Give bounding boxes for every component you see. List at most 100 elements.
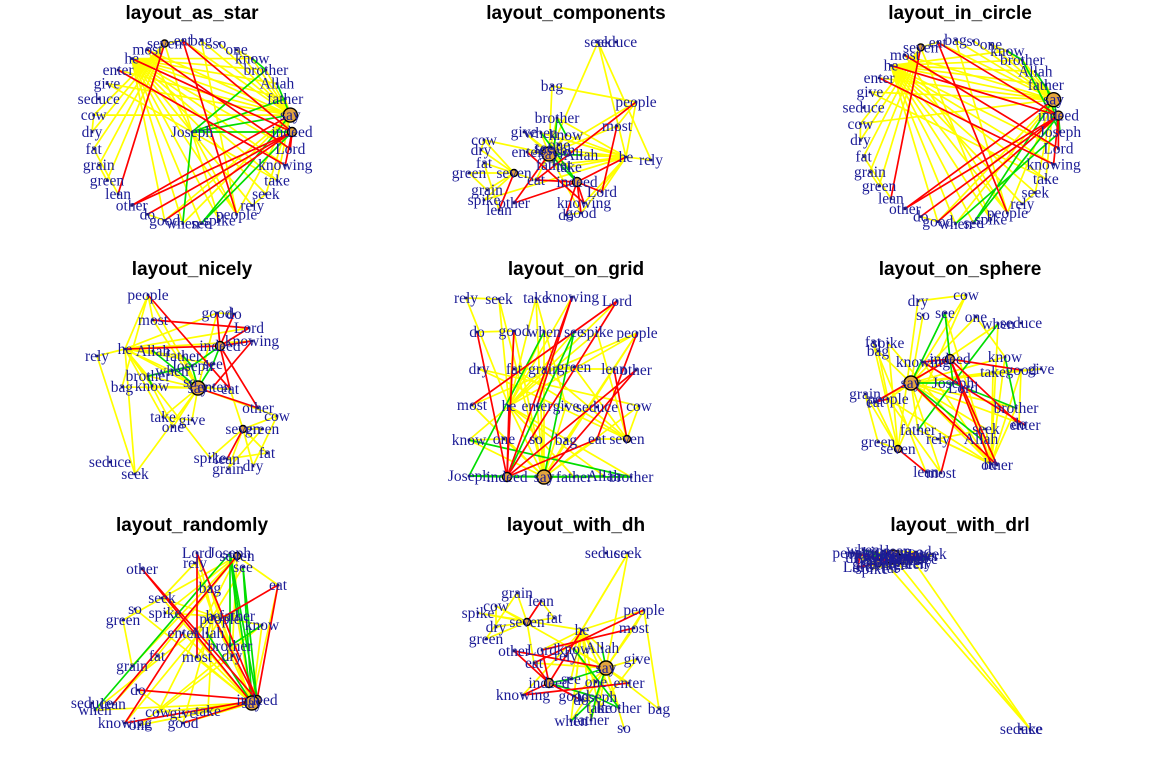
node-label-knowing: knowing	[225, 333, 280, 350]
edge-say-know	[468, 439, 545, 478]
edge-he-when	[570, 629, 583, 722]
node-label-people: people	[987, 205, 1028, 222]
node-dot-when	[542, 330, 546, 334]
edge-brother-know	[556, 117, 567, 136]
node-dot-bag	[208, 586, 212, 590]
edge-bag-people	[551, 85, 637, 103]
node-dot-cow	[859, 122, 862, 126]
edge-most-Lord	[904, 54, 1059, 150]
edge-Joseph-when	[570, 696, 597, 722]
edge-he-indeed	[506, 405, 510, 478]
edge-he-when	[990, 323, 999, 465]
node-dot-know	[572, 647, 576, 651]
edge-indeed-do	[565, 181, 578, 216]
node-dot-seduce	[97, 97, 101, 101]
node-dot-so	[188, 380, 192, 384]
node-dot-give	[522, 130, 526, 134]
edge-Joseph-when	[468, 331, 545, 477]
node-dot-take	[206, 709, 210, 713]
edge-dry-cow	[480, 139, 485, 151]
node-label-Lord: Lord	[234, 320, 264, 337]
node-label-bag: bag	[555, 432, 578, 449]
edge-indeed-other	[904, 114, 1059, 210]
edge-grain-green	[869, 171, 880, 187]
node-dot-other	[903, 207, 907, 211]
node-dot-take	[1044, 177, 1048, 181]
node-dot-most	[858, 552, 862, 556]
node-label-say: say	[883, 549, 904, 566]
node-label-say: say	[539, 146, 560, 163]
node-dot-green	[260, 427, 264, 431]
node-dot-good	[572, 694, 576, 698]
node-label-one: one	[980, 37, 1003, 54]
edge-say-give	[106, 82, 291, 116]
node-label-so: so	[967, 33, 981, 50]
edge-dry-cow	[157, 655, 233, 713]
node-label-grain: grain	[854, 164, 886, 181]
edge-Joseph-father	[182, 355, 193, 367]
node-label-he: he	[124, 51, 139, 68]
edge-say-other	[141, 568, 253, 704]
node-label-other: other	[116, 197, 149, 214]
node-label-take: take	[264, 172, 290, 189]
edge-he-indeed	[576, 156, 627, 183]
node-dot-do	[919, 215, 922, 218]
edge-indeed-knowing	[124, 699, 258, 724]
edge-indeed-good	[164, 131, 293, 222]
node-dot-when	[569, 719, 573, 723]
edge-he-Lord	[541, 629, 583, 651]
edge-indeed-see	[200, 131, 293, 225]
node-dot-people	[218, 617, 222, 621]
node-dot-other	[634, 368, 638, 372]
node-dot-lean	[612, 367, 616, 371]
edge-indeed-eat	[937, 41, 1059, 117]
node-dot-fat	[871, 340, 875, 344]
node-dot-eat	[181, 39, 185, 42]
node-dot-rely	[193, 561, 197, 565]
edge-indeed-do	[137, 689, 258, 701]
node-dot-seven	[522, 617, 532, 627]
edge-most-people	[633, 609, 645, 629]
node-label-good: good	[168, 715, 199, 732]
node-label-brother: brother	[609, 469, 655, 486]
edge-indeed-do	[476, 331, 508, 478]
node-dot-most	[939, 471, 943, 475]
node-label-Lord: Lord	[527, 642, 557, 659]
edge-most-Lord	[152, 319, 250, 329]
node-dot-green	[121, 618, 125, 622]
node-label-enter: enter	[168, 625, 200, 642]
edge-one-know	[558, 134, 567, 146]
node-label-most: most	[619, 620, 650, 637]
node-dot-eat	[276, 583, 280, 587]
node-label-Lord: Lord	[275, 141, 305, 158]
node-label-dry: dry	[471, 142, 492, 159]
node-label-indeed: indeed	[929, 351, 971, 368]
node-dot-father	[552, 163, 556, 167]
node-label-green: green	[861, 434, 896, 451]
node-dot-dry	[90, 130, 94, 134]
node-dot-grain	[868, 170, 872, 174]
edge-say-seek	[498, 298, 545, 478]
node-label-eat: eat	[866, 394, 885, 411]
node-dot-father	[1044, 83, 1048, 87]
node-dot-other	[512, 201, 516, 205]
node-dot-one	[989, 43, 993, 46]
node-dot-good	[215, 311, 219, 315]
edge-he-father	[508, 405, 575, 478]
edge-brother-know	[1004, 356, 1017, 409]
edge-seven-fat	[526, 617, 555, 623]
edge-he-know	[990, 356, 1006, 465]
node-dot-rely	[464, 296, 468, 300]
edge-indeed-eat	[535, 179, 578, 183]
node-label-indeed: indeed	[528, 675, 570, 692]
edge-seek-rely	[251, 193, 267, 207]
node-dot-father	[181, 354, 185, 358]
node-dot-most	[615, 124, 619, 128]
node-label-knowing: knowing	[545, 289, 600, 306]
node-label-indeed: indeed	[556, 174, 598, 191]
edge-say-one	[910, 316, 977, 384]
edge-bag-people	[565, 332, 638, 441]
node-label-good: good	[499, 323, 530, 340]
